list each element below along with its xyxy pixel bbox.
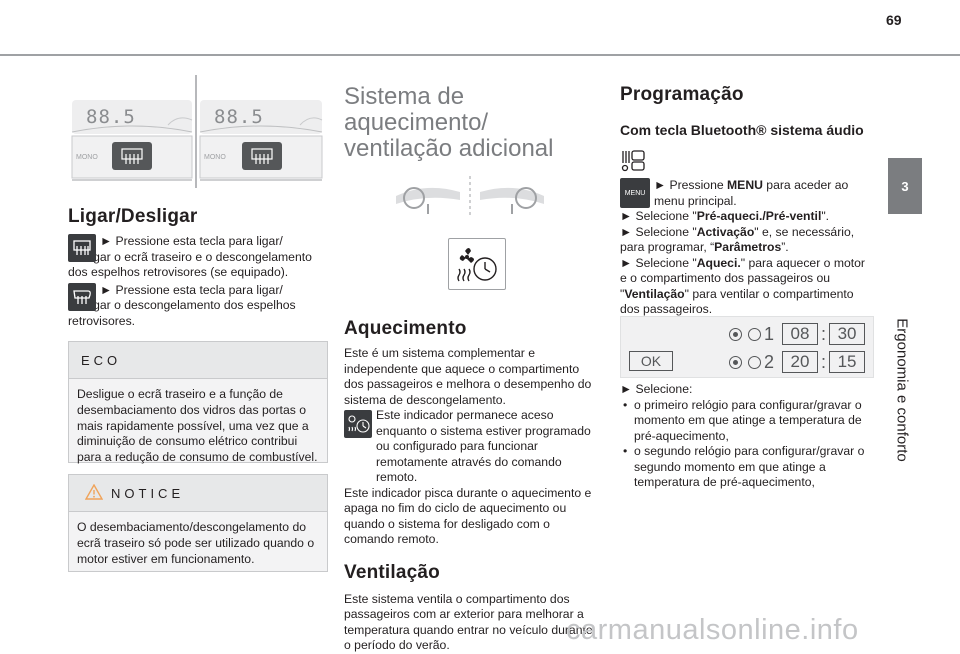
rear-defrost-panel-image: 88.5 88.5 MONO MONO — [68, 70, 326, 190]
heating-indicator-note: Este indicador permanece aceso enquanto … — [344, 408, 596, 486]
timer-2-hours[interactable]: 20 — [782, 351, 819, 373]
step-activation-mid: " e, se necessário, para programar, “ — [620, 224, 855, 255]
instruction-rear-screen-text: ► Pressione esta tecla para ligar/ desli… — [68, 234, 312, 279]
section-heading-heating: Aquecimento — [344, 318, 467, 339]
chapter-title: Ergonomia e conforto — [893, 318, 911, 462]
step-heat-post: " para ventilar o compartimento dos pass… — [620, 286, 854, 317]
step-heat-bold: Aqueci. — [696, 255, 741, 270]
column-3: Programação Com tecla Bluetooth® sistema… — [620, 84, 874, 318]
clock-options-list: o primeiro relógio para configurar/grava… — [620, 398, 874, 491]
timer-2-separator: : — [821, 351, 827, 372]
audio-system-icon — [620, 148, 874, 172]
right-temperature-display: 88.5 — [214, 106, 264, 128]
step-menu-post: para aceder ao menu principal. — [654, 178, 849, 208]
column-1: 88.5 88.5 MONO MONO Ligar/Desligar ► Pre… — [68, 70, 326, 329]
page-number: 69 — [886, 12, 902, 28]
timer-2-minutes[interactable]: 15 — [829, 351, 866, 373]
section-heading-programming: Programação — [620, 84, 744, 105]
menu-button-icon: MENU — [620, 178, 650, 208]
section-heading-heating-system: Sistema de aquecimento/ ventilação adici… — [344, 83, 554, 162]
notice-box-title: NOTICE — [111, 485, 185, 501]
header-rule — [0, 54, 960, 56]
select-instructions: ► Selecione: o primeiro relógio para con… — [620, 382, 874, 491]
step-activation-post: ”. — [781, 240, 789, 254]
heater-indicator-large-icon — [448, 238, 506, 290]
eco-box-title: ECO — [69, 342, 327, 379]
warning-icon — [84, 483, 104, 503]
left-mono-label: MONO — [76, 154, 98, 161]
step-menu-pre: ► Pressione — [654, 178, 728, 192]
timer-1-row: 1 08 : 30 — [729, 323, 866, 345]
rear-defrost-icon — [68, 234, 96, 262]
instruction-mirrors-text: ► Pressione esta tecla para ligar/ desli… — [68, 282, 296, 328]
eco-box: ECO Desligue o ecrã traseiro e a função … — [68, 341, 328, 464]
timer-2-row: 2 20 : 15 — [729, 351, 866, 373]
menu-instructions: MENU ► Pressione MENU para aceder ao men… — [620, 178, 874, 209]
step-menu: ► Pressione MENU para aceder ao menu pri… — [620, 178, 874, 209]
list-item: o primeiro relógio para configurar/grava… — [620, 398, 874, 445]
step-heat-mid: " para aquecer o motor e o compartimento… — [620, 255, 865, 301]
timer-2-select-icon[interactable] — [729, 355, 742, 369]
subheading-bluetooth-text: Com tecla Bluetooth® sistema áudio — [620, 122, 864, 138]
timer-display-panel: OK 1 08 : 30 2 20 : 15 — [620, 316, 874, 378]
heating-blink-text: Este indicador pisca durante o aquecimen… — [344, 485, 592, 547]
timer-1-index: 1 — [764, 323, 775, 344]
step-activation-bold2: Parâmetros — [714, 240, 782, 254]
step-preheat-post: ". — [821, 209, 830, 223]
step-menu-bold: MENU — [727, 178, 763, 192]
step-preheat-pre: ► Selecione " — [620, 209, 697, 223]
heating-indicator-text: Este indicador permanece aceso enquanto … — [376, 408, 591, 484]
instruction-rear-screen: ► Pressione esta tecla para ligar/ desli… — [68, 234, 326, 281]
dashboard-illustration — [68, 70, 326, 190]
mirror-defrost-icon — [68, 282, 96, 311]
section-heading-on-off: Ligar/Desligar — [68, 206, 198, 227]
step-preheat-bold: Pré-aqueci./Pré-ventil — [696, 209, 822, 223]
timer-1-clock-icon — [748, 327, 761, 341]
step-activation-bold: Activação — [696, 224, 755, 239]
notice-box-text: O desembaciamento/descongelamento do ecr… — [77, 520, 315, 566]
timer-2-index: 2 — [764, 351, 775, 372]
step-preheat: ► Selecione "Pré-aqueci./Pré-ventil". — [620, 209, 874, 225]
left-temperature-display: 88.5 — [86, 106, 136, 128]
chapter-title-area: Ergonomia e conforto — [882, 230, 922, 560]
timer-1-hours[interactable]: 08 — [782, 323, 819, 345]
footer-watermark: carmanualsonline.info — [566, 614, 859, 646]
heater-indicator-icon — [344, 410, 372, 438]
select-intro: ► Selecione: — [620, 382, 693, 396]
chapter-tab[interactable]: 3 — [888, 158, 922, 214]
car-interior-illustration — [344, 174, 596, 222]
section-heading-ventilation: Ventilação — [344, 561, 440, 583]
timer-2-clock-icon — [748, 355, 761, 369]
instruction-mirrors: ► Pressione esta tecla para ligar/ desli… — [68, 282, 326, 330]
column-2: Sistema de aquecimento/ ventilação adici… — [344, 84, 596, 654]
step-heat-bold2: Ventilação — [624, 286, 685, 301]
timer-1-select-icon[interactable] — [729, 327, 742, 341]
notice-box-header: NOTICE — [69, 475, 327, 512]
eco-box-text: Desligue o ecrã traseiro e a função de d… — [77, 387, 318, 465]
step-heat: ► Selecione "Aqueci." para aquecer o mot… — [620, 256, 874, 318]
ventilation-description: Este sistema ventila o compartimento dos… — [344, 591, 593, 653]
timer-1-minutes[interactable]: 30 — [829, 323, 866, 345]
step-activation: ► Selecione "Activação" e, se necessário… — [620, 225, 874, 256]
heating-description: Este é um sistema complementar e indepen… — [344, 346, 592, 407]
timer-1-separator: : — [821, 323, 827, 344]
notice-box: NOTICE O desembaciamento/descongelamento… — [68, 474, 328, 572]
subheading-bluetooth: Com tecla Bluetooth® sistema áudio — [620, 122, 874, 138]
step-activation-pre: ► Selecione " — [620, 224, 697, 239]
step-heat-pre: ► Selecione " — [620, 255, 697, 270]
right-mono-label: MONO — [204, 154, 226, 161]
ok-button[interactable]: OK — [629, 351, 673, 371]
list-item: o segundo relógio para configurar/gravar… — [620, 444, 874, 491]
